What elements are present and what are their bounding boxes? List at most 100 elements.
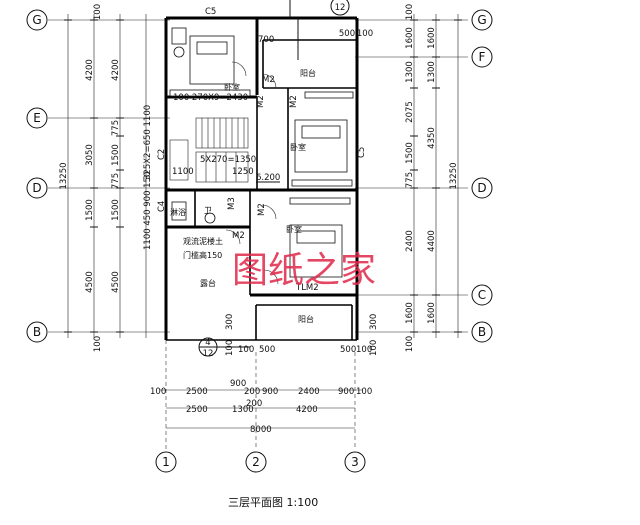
room-label-bedroom-1: 卧室	[224, 82, 240, 92]
right-inner-dim-2: 1300	[405, 61, 415, 83]
door-label-m2-c: M2	[289, 95, 299, 108]
bottom-row1-1: 100	[150, 387, 166, 397]
grid-label-2: 2	[252, 455, 260, 469]
grid-label-3: 3	[351, 455, 359, 469]
toilet	[171, 27, 187, 45]
window-label-c2: C2	[157, 149, 167, 160]
door-label-m2-a: M2	[262, 75, 275, 85]
stair-dim-vertical: 325X2=650 1100	[143, 105, 153, 180]
door-label-m2-b: M2	[256, 95, 266, 108]
right-end-bottom: 100	[405, 336, 415, 352]
right-inner-dim-3: 2075	[405, 101, 415, 123]
right-outer-dim-5: 1600	[427, 302, 437, 324]
right-outer-dim-1: 1600	[427, 27, 437, 49]
bottom-row1-6: 900	[338, 387, 354, 397]
right-inner-dim-1: 1600	[405, 27, 415, 49]
left-inner-dim-6: 4500	[111, 271, 121, 293]
grid-label-b-right: B	[478, 325, 486, 339]
room-label-storage: 露台	[200, 278, 216, 288]
bottom-row1-2: 2500	[186, 387, 208, 397]
sink-2	[204, 212, 216, 224]
door-label-tlm2: TLM2	[295, 283, 319, 293]
bottom-dimensions: 100 300 100 500 500 100 100 300 900 100 …	[150, 314, 379, 435]
left-end-bottom: 100	[93, 336, 103, 352]
element-labels: C5 C5 C2 C4 M2 M2 M2 M2 M2 M3 TLM2 100 2…	[143, 7, 367, 293]
bottom-row2-2: 1300	[232, 405, 254, 415]
grid-label-d-right: D	[477, 181, 486, 195]
door-label-m2-e: M2	[232, 231, 245, 241]
door-label-m3: M3	[227, 197, 237, 210]
furniture	[169, 27, 354, 285]
bottom-row2-1: 2500	[186, 405, 208, 415]
room-label-threshold: 门槛高150	[183, 250, 222, 260]
dim-1100: 1100	[172, 167, 194, 177]
pillow-2	[301, 125, 341, 139]
left-outer-dim-1: 4200	[85, 59, 95, 81]
bottom-row2-3: 4200	[296, 405, 318, 415]
grid-label-1: 1	[162, 455, 170, 469]
room-label-bedroom-3: 卧室	[286, 224, 302, 234]
top-small-dim-100: 100	[357, 29, 373, 39]
bottom-row1-5: 2400	[298, 387, 320, 397]
grid-label-c-right: C	[478, 288, 486, 302]
left-outer-dim-2: 3050	[85, 144, 95, 166]
bottom-small-dim-6: 100	[356, 345, 372, 355]
right-inner-dim-6: 2400	[405, 230, 415, 252]
watermark: 图纸之家	[232, 250, 376, 291]
toilet-2	[171, 201, 187, 221]
bottom-total-dim: 8000	[250, 425, 272, 435]
bottom-small-dim-1: 100	[225, 340, 235, 356]
right-total-dim: 13250	[449, 162, 459, 189]
bottom-small-dim-5: 500	[340, 345, 356, 355]
right-inner-dim-4: 1500	[405, 142, 415, 164]
bottom-small-dim-8: 300	[369, 314, 379, 330]
room-label-skylight: 观流泥楼土	[183, 236, 223, 246]
grid-label-d-left: D	[32, 181, 41, 195]
bottom-row1-3: 200	[244, 387, 260, 397]
wardrobe-top-left	[169, 89, 251, 97]
bottom-small-dim-3: 100	[238, 345, 254, 355]
section-mark-bottom-num: 4	[205, 338, 210, 348]
right-outer-dim-2: 1300	[427, 61, 437, 83]
window-label-c5-right: C5	[357, 147, 367, 158]
door-label-m2-d: M2	[257, 203, 267, 216]
right-inner-dim-7: 1600	[405, 302, 415, 324]
right-inner-dim-5: 775	[405, 172, 415, 188]
bottom-small-dim-4: 500	[259, 345, 275, 355]
top-small-dim-500: 500	[339, 29, 355, 39]
left-total-dim: 13250	[59, 162, 69, 189]
stair-dim-top: 100 270X9=2430	[173, 93, 248, 103]
sink	[173, 46, 185, 58]
wardrobe-bottom	[289, 197, 351, 205]
grid-bubbles-right: G F D C B	[471, 9, 493, 343]
room-label-shower: 淋浴	[170, 207, 186, 217]
grid-label-b-left: B	[33, 325, 41, 339]
left-inner-dim-5: 1500	[111, 199, 121, 221]
window-label-c5-top: C5	[205, 7, 216, 17]
left-inner-dim-2: 775	[111, 120, 121, 136]
grid-label-e-left: E	[33, 111, 41, 125]
room-label-bath: 卫	[204, 206, 212, 215]
left-outer-dim-3: 1500	[85, 199, 95, 221]
stair-dim-vertical-2: 1100 450 900 150	[143, 172, 153, 250]
window-label-c4: C4	[157, 201, 167, 212]
left-inner-dim-4: 775	[111, 173, 121, 189]
bottom-small-dim-7: 100	[369, 340, 379, 356]
room-label-balcony-bottom: 阳台	[298, 314, 314, 324]
right-outer-dim-4: 4400	[427, 230, 437, 252]
pillow-3	[296, 230, 336, 244]
grid-label-f-right: F	[479, 50, 486, 64]
floor-level: 6.200	[256, 173, 280, 183]
grid-label-g-left: G	[32, 13, 41, 27]
bottom-small-dim-2: 300	[225, 314, 235, 330]
right-dimensions: 1600 1300 2075 1500 775 2400 1600 1600 1…	[405, 4, 462, 352]
drawing-caption: 三层平面图 1:100	[228, 496, 318, 509]
pillow	[196, 41, 228, 55]
room-label-balcony-top: 阳台	[300, 68, 316, 78]
dim-700: 700	[258, 35, 274, 45]
section-mark-bottom: 4 12	[198, 337, 250, 359]
left-outer-dim-4: 4500	[85, 271, 95, 293]
building-walls	[164, 0, 359, 341]
grid-bubbles-bottom: 1 2 3	[155, 451, 366, 473]
